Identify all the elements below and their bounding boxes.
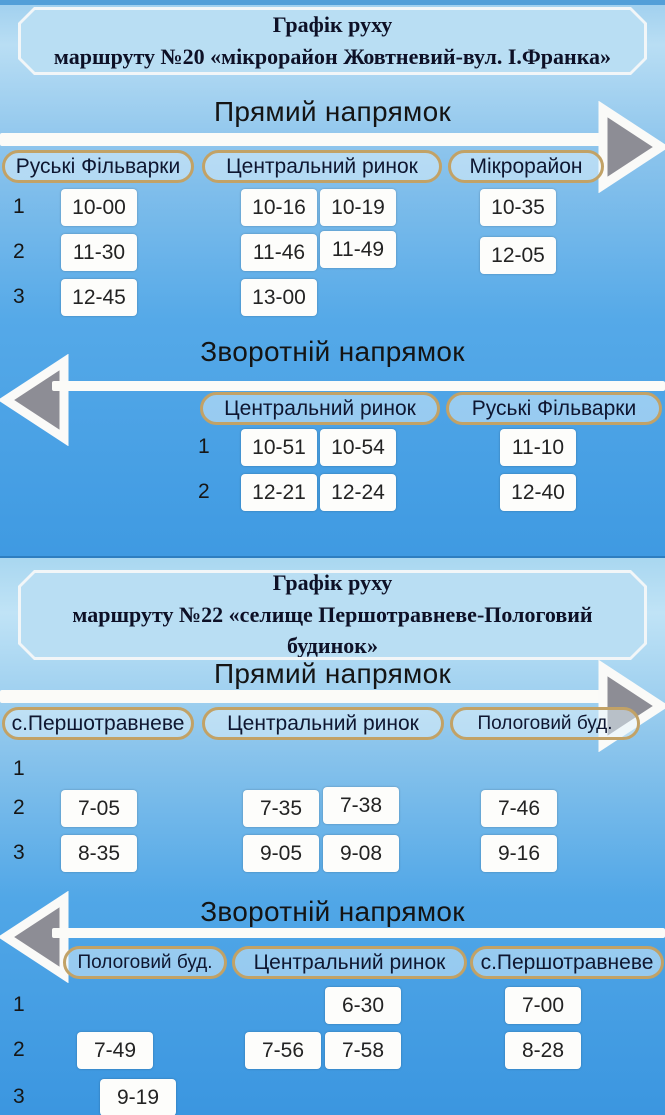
route-22-title-line3: будинок» [287,633,378,659]
route-20-reverse-arrow-bar [52,381,665,391]
route-22-direct-arrow-bar [0,690,612,703]
top-strip [0,0,665,5]
time-cell: 11-46 [241,234,317,271]
time-cell: 11-10 [500,429,576,466]
trip-number: 1 [198,435,210,458]
time-cell: 10-35 [480,189,556,226]
route-22-reverse-heading: Зворотній напрямок [200,896,465,927]
stop-pill: Пологовий буд. [450,707,640,740]
route-20-direct-arrow-bar [0,133,612,146]
time-cell: 6-30 [325,987,401,1024]
time-cell: 10-54 [320,429,396,466]
route-22-direct-heading: Прямий напрямок [213,658,452,689]
time-cell: 9-08 [323,835,399,872]
stop-pill: Центральний ринок [232,946,467,979]
time-cell: 7-35 [243,790,319,827]
stop-pill: Центральний ринок [202,150,442,183]
time-cell: 7-49 [77,1032,153,1069]
stop-pill: с.Першотравневе [470,946,664,979]
route-22-title-box-inner: Графік руху маршруту №22 «селище Першотр… [21,573,644,657]
time-cell: 12-45 [61,279,137,316]
trip-number: 2 [13,796,25,819]
route-20-title-box: Графік руху маршруту №20 «мікрорайон Жов… [18,7,647,75]
route-20-title-box-inner: Графік руху маршруту №20 «мікрорайон Жов… [21,10,644,72]
time-cell: 12-24 [320,474,396,511]
time-cell: 12-40 [500,474,576,511]
route-22-title-line2: маршруту №22 «селище Першотравневе-Полог… [72,601,593,627]
arrow-right-icon [597,100,665,194]
stop-pill: Руські Фільварки [446,392,662,425]
time-cell: 7-00 [505,987,581,1024]
route-20-reverse-heading: Зворотній напрямок [200,336,465,367]
trip-number: 1 [13,757,25,780]
time-cell: 11-49 [320,231,396,268]
time-cell: 11-30 [61,234,137,271]
time-cell: 8-35 [61,835,137,872]
stop-pill: Мікрорайон [448,150,604,183]
time-cell: 7-46 [481,790,557,827]
time-cell: 7-56 [245,1032,321,1069]
route-20-title-line2: маршруту №20 «мікрорайон Жовтневий-вул. … [53,43,612,69]
time-cell: 10-19 [320,189,396,226]
time-cell: 12-05 [480,237,556,274]
time-cell: 10-51 [241,429,317,466]
route-20-panel: Графік руху маршруту №20 «мікрорайон Жов… [0,0,665,558]
route-20-title-line1: Графік руху [272,12,393,38]
time-cell: 10-16 [241,189,317,226]
trip-number: 3 [13,1085,25,1108]
stop-pill: Пологовий буд. [63,946,227,979]
time-cell: 9-19 [100,1079,176,1115]
stop-pill: Центральний ринок [202,707,444,740]
trip-number: 1 [13,993,25,1016]
stop-pill: Центральний ринок [200,392,440,425]
route-20-direct-heading: Прямий напрямок [213,96,452,127]
trip-number: 2 [198,480,210,503]
route-22-panel: Графік руху маршруту №22 «селище Першотр… [0,558,665,1115]
time-cell: 8-28 [505,1032,581,1069]
time-cell: 7-05 [61,790,137,827]
time-cell: 7-38 [323,787,399,824]
time-cell: 10-00 [61,189,137,226]
route-22-reverse-arrow-bar [52,928,665,938]
trip-number: 1 [13,195,25,218]
trip-number: 2 [13,240,25,263]
trip-number: 3 [13,285,25,308]
time-cell: 9-16 [481,835,557,872]
arrow-left-icon [0,353,70,447]
route-22-title-line1: Графік руху [272,570,393,596]
time-cell: 12-21 [241,474,317,511]
stop-pill: с.Першотравневе [2,707,194,740]
route-22-title-box: Графік руху маршруту №22 «селище Першотр… [18,570,647,660]
trip-number: 3 [13,841,25,864]
trip-number: 2 [13,1038,25,1061]
stop-pill: Руські Фільварки [2,150,194,183]
time-cell: 13-00 [241,279,317,316]
time-cell: 7-58 [325,1032,401,1069]
time-cell: 9-05 [243,835,319,872]
